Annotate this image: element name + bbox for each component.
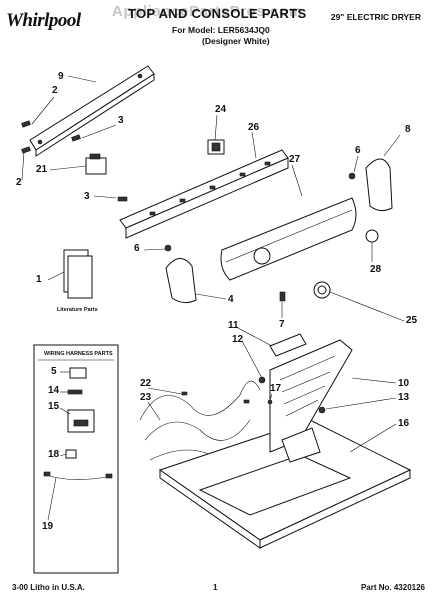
callout-25: 25 [406, 315, 418, 326]
callout-9: 9 [58, 71, 64, 82]
callout-3: 3 [118, 115, 124, 126]
leader-line-26 [251, 131, 257, 159]
screw-icon [318, 406, 326, 414]
product-category: 29" ELECTRIC DRYER [330, 12, 421, 22]
callout-15: 15 [48, 401, 60, 412]
callout-22: 22 [140, 378, 152, 389]
leader-line-2 [21, 151, 25, 181]
callout-8: 8 [405, 124, 411, 135]
leader-line-25 [329, 291, 405, 322]
leader-line-8 [383, 134, 401, 157]
screw-icon [71, 134, 81, 142]
callout-2: 2 [16, 177, 22, 188]
leader-line-10 [351, 377, 397, 384]
screw-icon [348, 172, 356, 180]
screw-icon [21, 146, 31, 154]
callout-6: 6 [355, 145, 361, 156]
leader-line-12 [241, 340, 263, 379]
connector-14 [67, 389, 83, 395]
leader-line-6 [353, 155, 359, 173]
wiring-harness-box [33, 344, 119, 574]
leader-line-18 [59, 453, 67, 457]
leader-line-11 [237, 327, 273, 347]
callout-numbers: 1223345667891011121314151617181921222324… [16, 71, 418, 532]
screw-icon [279, 291, 286, 302]
knob-small [365, 229, 379, 243]
leader-line-27 [291, 164, 303, 197]
callout-23: 23 [140, 392, 152, 403]
callout-14: 14 [48, 385, 60, 396]
lint-screen-assembly [269, 339, 353, 453]
callout-6: 6 [134, 243, 140, 254]
leader-line-1 [47, 271, 65, 281]
leader-line-6 [143, 248, 167, 251]
callout-19: 19 [42, 521, 54, 532]
leader-line-23 [147, 401, 161, 421]
callout-3: 3 [84, 191, 90, 202]
leader-line-9 [67, 75, 97, 83]
leader-line-24 [214, 114, 218, 141]
callout-24: 24 [215, 104, 227, 115]
screw-icon [21, 120, 31, 128]
leader-line-22 [147, 387, 183, 395]
callout-21: 21 [36, 164, 48, 175]
right-end-cap [365, 158, 393, 212]
callout-13: 13 [398, 392, 410, 403]
rear-console-panel [29, 65, 155, 151]
console-front-panel [220, 197, 357, 281]
callout-28: 28 [370, 264, 382, 275]
leader-line-13 [325, 397, 397, 410]
leader-line-21 [49, 165, 87, 171]
model-info: For Model: LER5634JQ0 (Designer White) [172, 25, 270, 47]
leader-line-16 [349, 423, 397, 453]
clip-18 [65, 449, 77, 459]
callout-4: 4 [228, 294, 234, 305]
callout-18: 18 [48, 449, 60, 460]
lint-cover [269, 333, 307, 357]
connector-5 [69, 367, 87, 379]
page-title: TOP AND CONSOLE PARTS [128, 6, 307, 21]
callout-10: 10 [398, 378, 410, 389]
console-rail [119, 149, 289, 229]
literature-label: Literature Parts [57, 307, 98, 313]
leader-line-3 [81, 124, 117, 139]
screw-icon [164, 244, 172, 252]
leader-line-4 [195, 293, 227, 300]
whirlpool-logo: Whirlpool [6, 10, 81, 31]
callout-2: 2 [52, 85, 58, 96]
callout-17: 17 [270, 383, 282, 394]
leader-line-17 [269, 393, 273, 401]
footer-litho: 3-00 Litho in U.S.A. [12, 583, 85, 592]
timer-switch [85, 157, 107, 175]
footer-part-number: Part No. 4320126 [360, 583, 425, 592]
leader-line-2 [31, 96, 55, 125]
leader-line-3 [93, 195, 117, 199]
console-knob-hole [253, 247, 271, 265]
callout-11: 11 [228, 320, 239, 331]
callout-1: 1 [36, 274, 42, 285]
callout-26: 26 [248, 122, 260, 133]
callout-16: 16 [398, 418, 410, 429]
model-color: (Designer White) [202, 36, 270, 46]
model-number: For Model: LER5634JQ0 [172, 25, 270, 35]
callout-7: 7 [279, 319, 285, 330]
callout-5: 5 [51, 366, 57, 377]
leader-line-15 [59, 407, 71, 415]
left-end-cap [165, 258, 197, 304]
callout-12: 12 [232, 334, 244, 345]
watermark: AppliancePartsPros.com [112, 3, 303, 20]
wiring-harness-title: WIRING HARNESS PARTS [44, 351, 113, 357]
footer-page-number: 1 [213, 583, 218, 592]
screw-icon [117, 196, 128, 202]
callout-27: 27 [289, 154, 301, 165]
leader-line-19 [47, 477, 57, 521]
